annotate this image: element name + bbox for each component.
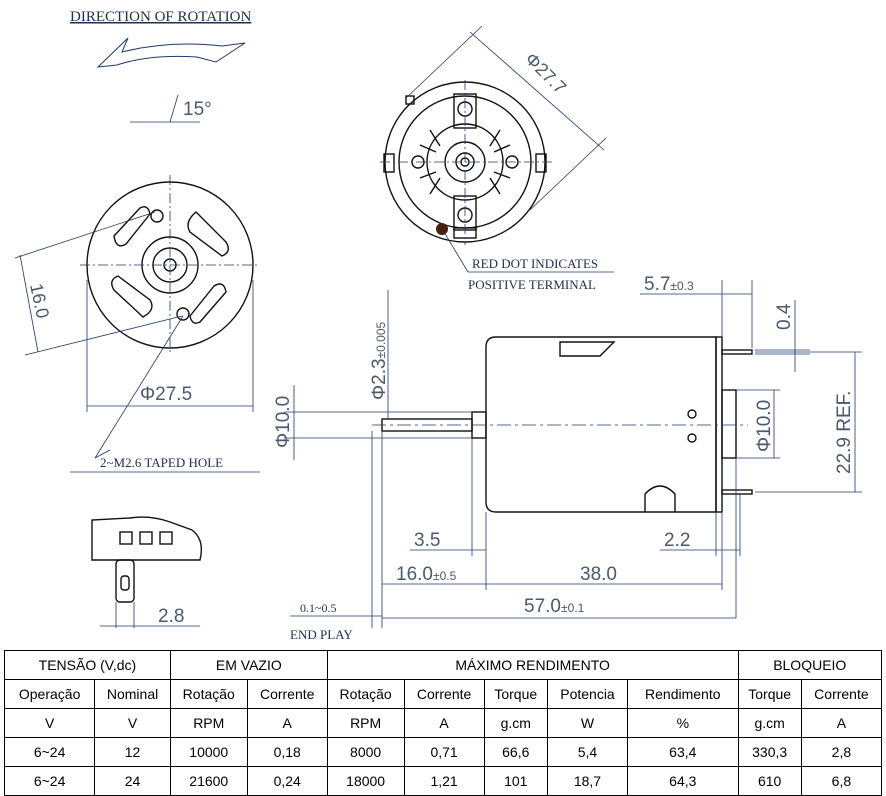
table-group-row: TENSÃO (V,dc) EM VAZIO MÁXIMO RENDIMENTO… <box>4 650 883 680</box>
header-cell: Operação <box>3 679 96 709</box>
group-tensao: TENSÃO (V,dc) <box>4 650 171 680</box>
table-cell: 66,6 <box>483 737 548 767</box>
table-cell: 6~24 <box>3 766 96 796</box>
side-view: 5.7±0.3 0.4 22.9 REF. Φ10.0 Φ10.0 Φ2.3±0… <box>273 274 862 642</box>
table-cell: 24 <box>94 766 171 796</box>
terminal-detail: 2.8 <box>91 516 203 628</box>
table-cell: 0,18 <box>246 737 328 767</box>
table-cell: 6,8 <box>800 766 883 796</box>
unit-cell: RPM <box>326 708 405 738</box>
taped-hole <box>176 307 190 321</box>
dim-570-label: 57.0±0.1 <box>524 596 585 617</box>
header-cell: Torque <box>483 679 548 709</box>
red-dot-icon <box>436 223 448 235</box>
rear-view: Φ27.7 RED DOT INDICATES POSITIVE TERMINA… <box>380 25 614 292</box>
terminal-body <box>91 516 203 561</box>
table-cell: 6~24 <box>3 737 96 767</box>
header-cell: Corrente <box>246 679 328 709</box>
front-view: 15° 16.0 Φ27.5 2~M2.6 TAPED HOLE <box>14 94 260 473</box>
dim-28-label: 2.8 <box>158 606 184 627</box>
terminal-top <box>721 349 753 355</box>
terminal-lug <box>115 559 135 603</box>
table-header-row: Operação Nominal Rotação Corrente Rotaçã… <box>3 679 883 709</box>
motor-can <box>485 336 717 513</box>
group-vazio: EM VAZIO <box>169 650 328 680</box>
motor-technical-drawing: DIRECTION OF ROTATION 15° 16.0 Φ27.5 2~M… <box>14 9 862 642</box>
unit-cell: % <box>627 708 739 738</box>
header-cell: Potencia <box>546 679 629 709</box>
end-play-label: END PLAY <box>290 627 353 642</box>
can-notch <box>644 485 676 512</box>
rotation-label: DIRECTION OF ROTATION <box>70 9 251 25</box>
table-units-row: V V RPM A RPM A g.cm W % g.cm A <box>3 708 883 738</box>
angle-label: 15° <box>183 99 212 120</box>
table-cell: 63,4 <box>627 737 739 767</box>
front-vent-slot <box>113 206 151 247</box>
shaft-dia-label: Φ2.3±0.005 <box>369 321 390 400</box>
unit-cell: g.cm <box>737 708 802 738</box>
end-play-value: 0.1~0.5 <box>300 601 337 615</box>
dia-10-left-label: Φ10.0 <box>273 396 294 448</box>
dim-38-label: 38.0 <box>580 564 617 585</box>
unit-cell: RPM <box>169 708 248 738</box>
dia-277-label: Φ27.7 <box>521 49 570 98</box>
rotation-indicator: DIRECTION OF ROTATION <box>70 9 251 68</box>
table-cell: 1,21 <box>403 766 485 796</box>
table-cell: 0,71 <box>403 737 485 767</box>
dim-35-label: 3.5 <box>414 530 440 551</box>
spec-table: TENSÃO (V,dc) EM VAZIO MÁXIMO RENDIMENTO… <box>3 650 883 796</box>
unit-cell: A <box>403 708 485 738</box>
dia-275-label: Φ27.5 <box>140 384 192 405</box>
header-cell: Corrente <box>403 679 485 709</box>
unit-cell: W <box>546 708 629 738</box>
unit-cell: V <box>3 708 96 738</box>
header-cell: Nominal <box>94 679 171 709</box>
front-vent-slot <box>187 211 229 257</box>
dim-04-label: 0.4 <box>774 303 795 330</box>
table-row: 6~24 12 10000 0,18 8000 0,71 66,6 5,4 63… <box>3 737 883 767</box>
group-max: MÁXIMO RENDIMENTO <box>326 650 739 680</box>
ref-229-label: 22.9 REF. <box>834 391 855 474</box>
table-cell: 0,24 <box>246 766 328 796</box>
dim-16b-label: 16.0±0.5 <box>396 564 457 585</box>
unit-cell: A <box>800 708 883 738</box>
dim-22-label: 2.2 <box>664 530 690 551</box>
table-cell: 10000 <box>169 737 248 767</box>
table-cell: 21600 <box>169 766 248 796</box>
table-cell: 330,3 <box>737 737 802 767</box>
unit-cell: g.cm <box>483 708 548 738</box>
unit-cell: V <box>94 708 171 738</box>
table-cell: 101 <box>483 766 548 796</box>
unit-cell: A <box>246 708 328 738</box>
taped-hole <box>150 209 164 223</box>
table-cell: 2,8 <box>800 737 883 767</box>
header-cell: Corrente <box>800 679 883 709</box>
header-cell: Rotação <box>169 679 248 709</box>
header-cell: Rendimento <box>627 679 739 709</box>
table-cell: 64,3 <box>627 766 739 796</box>
table-row: 6~24 24 21600 0,24 18000 1,21 101 18,7 6… <box>3 766 883 796</box>
rotation-arrow-icon <box>96 37 246 68</box>
header-cell: Torque <box>737 679 802 709</box>
table-cell: 18000 <box>326 766 405 796</box>
red-dot-label-1: RED DOT INDICATES <box>472 256 598 271</box>
table-cell: 12 <box>94 737 171 767</box>
dim-57-label: 5.7±0.3 <box>644 274 694 295</box>
table-cell: 5,4 <box>546 737 629 767</box>
front-vent-slot <box>111 275 153 318</box>
front-vent-slot <box>189 283 227 324</box>
header-cell: Rotação <box>326 679 405 709</box>
dia-10-right-label: Φ10.0 <box>754 400 775 452</box>
terminal-bottom <box>721 489 753 495</box>
table-cell: 18,7 <box>546 766 629 796</box>
taped-hole-label: 2~M2.6 TAPED HOLE <box>100 455 223 470</box>
red-dot-label-2: POSITIVE TERMINAL <box>468 277 596 292</box>
rear-bushing <box>721 389 737 459</box>
table-cell: 8000 <box>326 737 405 767</box>
group-bloqueio: BLOQUEIO <box>737 650 883 680</box>
table-cell: 610 <box>737 766 802 796</box>
commutator-ribs <box>419 129 511 195</box>
dim-16-label: 16.0 <box>26 282 53 320</box>
